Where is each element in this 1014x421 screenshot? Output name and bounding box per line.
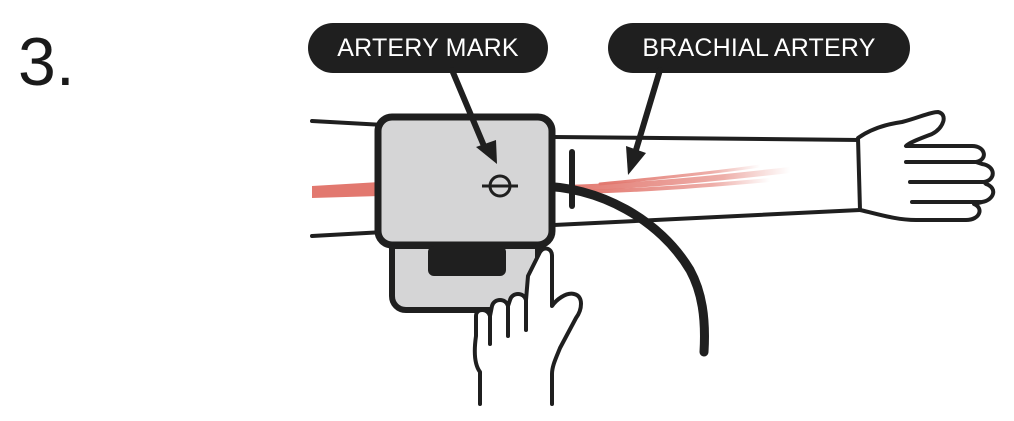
artery-mark-callout: ARTERY MARK <box>308 23 548 73</box>
brachial-artery <box>562 164 793 194</box>
step-number: 3. <box>18 24 75 100</box>
cuff-tab <box>428 246 506 276</box>
brachial-artery-pointer <box>626 67 663 175</box>
forearm <box>552 135 862 227</box>
brachial-artery-callout: BRACHIAL ARTERY <box>608 23 910 73</box>
cuff-body <box>374 113 556 249</box>
air-tube <box>531 181 709 357</box>
upper-arm <box>310 119 386 238</box>
hand-right <box>856 110 996 222</box>
helping-hand <box>472 246 583 406</box>
artery-left <box>312 182 380 198</box>
artery-mark-icon <box>482 174 518 198</box>
artery-mark-pointer <box>449 67 497 164</box>
